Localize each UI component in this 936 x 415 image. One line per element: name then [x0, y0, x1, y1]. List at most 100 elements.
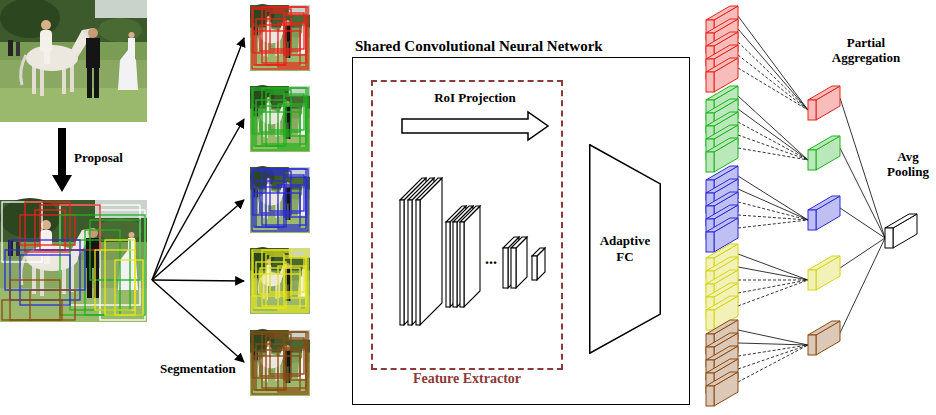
region-features	[706, 6, 738, 92]
cnn-layers	[511, 248, 516, 288]
aggregation-lines	[738, 215, 808, 220]
aggregation-lines	[738, 220, 808, 228]
aggregation-lines	[738, 55, 808, 110]
aggregation-lines	[738, 280, 808, 281]
partial-features	[808, 196, 840, 230]
module-label: Feature Extractor	[373, 371, 561, 387]
aggregation-lines	[738, 280, 808, 293]
cnn-layers	[400, 200, 404, 325]
cnn-layers	[460, 222, 464, 307]
feature-extractor-box: Feature Extractor	[371, 80, 563, 370]
aggregation-lines	[738, 16, 808, 110]
pooled-feature	[885, 214, 917, 228]
aggregation-lines	[738, 202, 808, 220]
cnn-layers	[503, 248, 508, 288]
aggregation-lines	[738, 16, 885, 382]
aggregation-lines	[738, 96, 808, 160]
aggregation-lines	[738, 267, 808, 280]
partial-features	[808, 86, 840, 355]
step-label: Proposal	[74, 151, 123, 166]
pooled-feature	[885, 214, 917, 248]
aggregation-lines	[738, 135, 808, 160]
partial-features	[808, 86, 840, 120]
proposal-photo	[2, 300, 62, 320]
proposal-photo	[2, 202, 42, 262]
region-features	[706, 244, 738, 330]
segment-thumbnails	[252, 250, 308, 312]
aggregation-lines	[738, 254, 808, 280]
segment-thumbnails	[250, 329, 310, 396]
cnn-layers	[420, 178, 442, 325]
aggregation-lines	[738, 29, 808, 110]
trapezoid-outline	[590, 145, 661, 354]
aggregation-lines	[738, 345, 808, 382]
aggregation-lines	[840, 208, 885, 238]
segment-thumbnails	[252, 169, 308, 231]
region-features	[706, 166, 738, 252]
partial-features	[808, 256, 840, 290]
cnn-layers	[511, 237, 527, 248]
adaptive-fc-trapezoid: Adaptive FC	[589, 144, 661, 354]
cnn-layers	[453, 222, 457, 307]
aggregation-lines	[738, 189, 808, 220]
proposal-photo	[0, 198, 147, 322]
cnn-layers	[400, 178, 545, 325]
segment-thumbnails	[252, 332, 308, 394]
aggregation-lines	[738, 345, 808, 369]
proposal-photo	[100, 210, 145, 320]
aggregation-lines	[840, 238, 885, 333]
proposal-photo	[0, 198, 147, 322]
proposal-photo	[30, 290, 75, 320]
stage-label: Partial Aggregation	[826, 36, 906, 66]
cnn-layers	[408, 200, 412, 325]
cnn-layers	[532, 248, 545, 256]
partial-features	[808, 136, 840, 170]
roi-projection-arrow	[402, 112, 548, 140]
proposal-photo	[2, 202, 145, 320]
cnn-layers	[532, 256, 537, 280]
cnn-layers	[464, 206, 480, 307]
aggregation-lines	[738, 109, 808, 160]
aggregation-lines	[738, 343, 808, 345]
proposal-photo	[5, 250, 85, 290]
segment-thumbnails	[250, 85, 310, 152]
input-photo	[0, 0, 147, 122]
pooled-feature	[885, 228, 893, 248]
proposal-arrow	[52, 128, 72, 192]
segmentation-arrows	[152, 38, 244, 362]
segmentation-arrows	[152, 280, 244, 362]
segment-thumbnails	[250, 4, 310, 396]
layer-label: Adaptive FC	[596, 233, 654, 264]
cnn-layers	[416, 200, 420, 325]
aggregation-lines	[738, 68, 808, 110]
step-label: Segmentation	[160, 362, 236, 377]
aggregation-lines	[840, 148, 885, 238]
aggregation-lines	[738, 330, 808, 345]
arrow-label: RoI Projection	[405, 91, 545, 106]
aggregation-lines	[738, 42, 808, 110]
segmentation-arrows	[152, 200, 244, 280]
network-title: Shared Convolutional Neural Network	[355, 38, 603, 55]
partial-features	[808, 321, 840, 355]
stage-label: Avg Pooling	[884, 150, 932, 180]
proposal-photo	[115, 260, 143, 315]
region-features	[706, 6, 738, 406]
segmentation-arrows	[152, 119, 244, 280]
cnn-layers	[416, 178, 442, 200]
segmentation-arrows	[152, 280, 244, 281]
aggregation-lines	[738, 148, 808, 160]
cnn-layers	[460, 206, 480, 222]
aggregation-lines	[738, 122, 808, 160]
ellipsis: ...	[485, 250, 497, 268]
proposal-photo	[105, 240, 135, 315]
segment-thumbnails	[252, 7, 308, 69]
segment-thumbnails	[250, 4, 310, 71]
segment-thumbnails	[250, 166, 310, 233]
segmentation-arrows	[152, 38, 244, 280]
aggregation-lines	[738, 176, 808, 220]
aggregation-lines	[840, 98, 885, 238]
network-box: Feature ExtractorAdaptive FCShared Convo…	[352, 57, 690, 405]
